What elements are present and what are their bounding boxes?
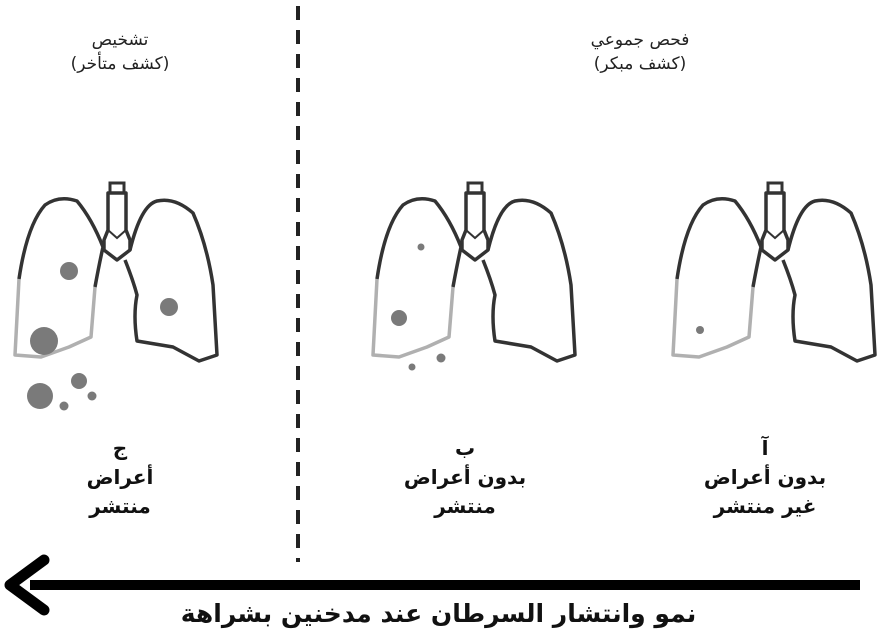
tumor-dot — [60, 262, 78, 280]
header-diagnosis-title: تشخيص — [30, 28, 210, 52]
lung-stage-a — [673, 183, 875, 361]
stage-c-symptoms: أعراض — [35, 463, 205, 492]
header-diagnosis-subtitle: (كشف متأخر) — [30, 52, 210, 76]
tumor-dot — [160, 298, 178, 316]
stage-a-label: آ بدون أعراض غير منتشر — [680, 434, 850, 521]
tumor-dot — [27, 383, 53, 409]
header-screening-subtitle: (كشف مبكر) — [540, 52, 740, 76]
tumor-dot — [418, 244, 425, 251]
tumor-dot — [71, 373, 87, 389]
stage-c-letter: ج — [35, 434, 205, 463]
stage-a-symptoms: بدون أعراض — [680, 463, 850, 492]
stage-c-label: ج أعراض منتشر — [35, 434, 205, 521]
stage-b-label: ب بدون أعراض منتشر — [380, 434, 550, 521]
header-diagnosis: تشخيص (كشف متأخر) — [30, 28, 210, 76]
stage-b-spread: منتشر — [380, 492, 550, 521]
tumor-dot — [437, 354, 446, 363]
stage-a-letter: آ — [680, 434, 850, 463]
header-screening-title: فحص جموعي — [540, 28, 740, 52]
stage-c-spread: منتشر — [35, 492, 205, 521]
stage-b-letter: ب — [380, 434, 550, 463]
header-screening: فحص جموعي (كشف مبكر) — [540, 28, 740, 76]
lung-stage-c — [15, 183, 217, 411]
lung-stage-b — [373, 183, 575, 371]
tumor-dot — [391, 310, 407, 326]
arrow-caption: نمو وانتشار السرطان عند مدخنين بشراهة — [0, 596, 877, 632]
tumor-dot — [409, 364, 416, 371]
tumor-dot — [60, 402, 69, 411]
stage-b-symptoms: بدون أعراض — [380, 463, 550, 492]
tumor-dot — [30, 327, 58, 355]
tumor-dot — [88, 392, 97, 401]
tumor-dot — [696, 326, 704, 334]
stage-a-spread: غير منتشر — [680, 492, 850, 521]
